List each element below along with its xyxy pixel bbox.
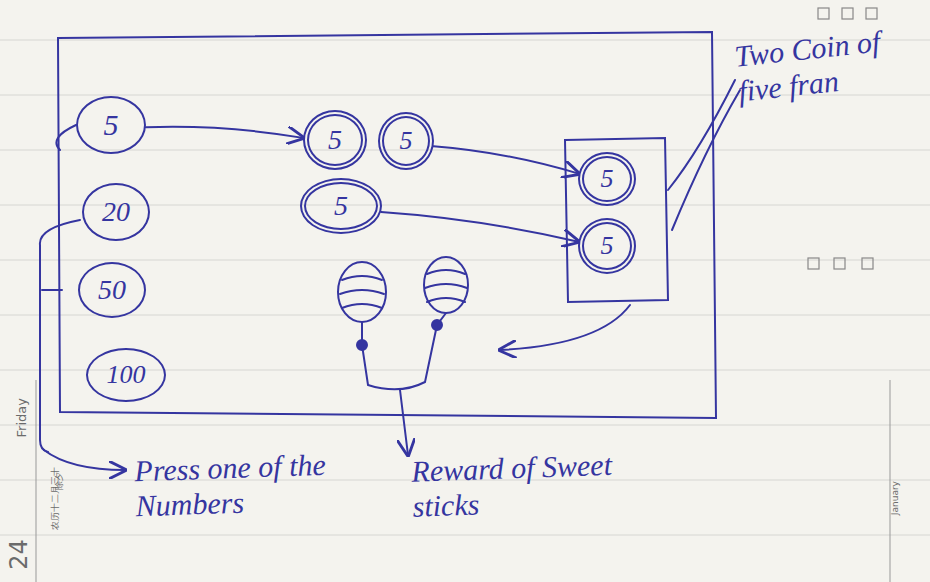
coin: 5 <box>578 152 636 206</box>
node-text: 5 <box>601 164 614 194</box>
leader-line <box>668 80 735 190</box>
number-button: 5 <box>76 96 146 154</box>
day-print: Friday <box>15 377 30 437</box>
sweet-sticks <box>362 313 446 389</box>
outer-frame <box>58 32 716 418</box>
box-to-sweets-arrow <box>500 305 630 350</box>
coin: 5 <box>303 110 367 170</box>
bracket-to-note-arrow <box>44 450 125 470</box>
number-button: 50 <box>78 262 146 318</box>
number-bracket <box>40 125 80 452</box>
month-print: January <box>890 455 900 515</box>
date-number: 24 <box>6 530 34 570</box>
sweet-head <box>338 262 386 322</box>
coin-box <box>565 138 668 302</box>
print-margin <box>36 380 890 582</box>
leader-line <box>672 90 740 230</box>
node-text: 20 <box>102 196 130 228</box>
reward-note: Reward of Sweet sticks <box>411 445 683 523</box>
flow-arrow <box>434 146 579 173</box>
coin: 5 <box>378 112 434 170</box>
coin: 5 <box>300 178 382 234</box>
festival-print: 除夕 <box>54 460 64 490</box>
flow-arrow <box>146 127 303 138</box>
ink-sketch <box>40 32 740 470</box>
node-text: 5 <box>328 124 342 156</box>
node-text: 50 <box>98 274 126 306</box>
number-button: 100 <box>86 348 166 402</box>
coin: 5 <box>578 218 636 274</box>
node-text: 5 <box>334 190 348 222</box>
node-text: 5 <box>104 108 119 142</box>
node-text: 5 <box>601 231 614 261</box>
sweets-to-note-arrow <box>400 390 408 455</box>
node-text: 5 <box>400 126 413 156</box>
ruled-lines <box>0 40 930 535</box>
flow-arrow <box>381 212 578 242</box>
number-button: 20 <box>82 183 150 241</box>
sweet-stripes <box>425 270 467 302</box>
instruction-note: Press one of the Numbers <box>134 446 386 524</box>
sweet-stripes <box>340 276 384 308</box>
sweet-head <box>424 257 468 313</box>
node-text: 100 <box>107 360 146 390</box>
